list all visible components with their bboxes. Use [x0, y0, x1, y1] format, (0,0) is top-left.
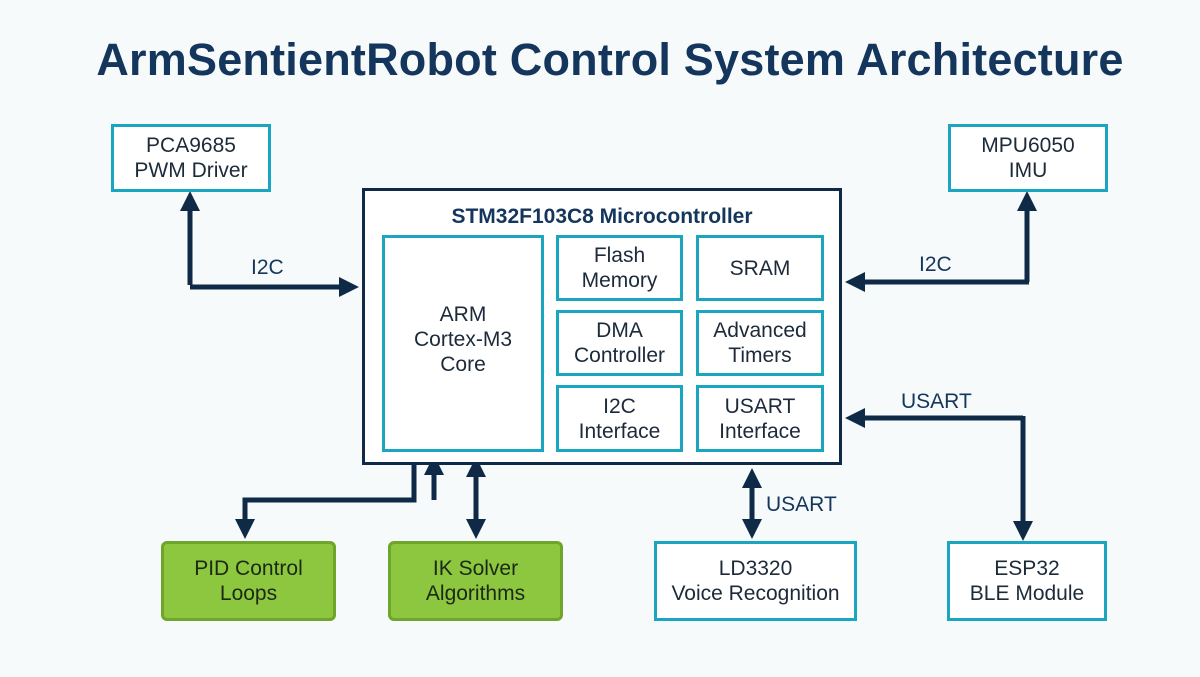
dma-controller-box: DMA Controller: [556, 310, 683, 376]
esp32-ble-box: ESP32 BLE Module: [947, 541, 1107, 621]
wire-core-pid: [235, 452, 417, 540]
pca9685-pwm-driver-box: PCA9685 PWM Driver: [111, 124, 271, 192]
core-label-2: Cortex-M3: [413, 328, 513, 351]
flash-memory-box: Flash Memory: [556, 235, 683, 301]
controller-label: Controller: [573, 344, 666, 367]
sram-box: SRAM: [696, 235, 824, 301]
pca9685-label: PCA9685: [146, 134, 236, 157]
dma-label: DMA: [596, 319, 643, 342]
core-label-1: ARM: [439, 303, 487, 326]
mcu-title: STM32F103C8 Microcontroller: [451, 205, 753, 228]
ik-solver-label: IK Solver: [432, 557, 519, 580]
ik-solver-box: IK Solver Algorithms: [388, 541, 563, 621]
pid-control-box: PID Control Loops: [161, 541, 336, 621]
sram-label: SRAM: [729, 256, 791, 280]
advanced-timers-box: Advanced Timers: [696, 310, 824, 376]
i2c-interface-box: I2C Interface: [556, 385, 683, 452]
right-i2c-label: I2C: [919, 253, 952, 276]
i2c-interface-label: Interface: [578, 419, 661, 443]
advanced-label: Advanced: [713, 319, 807, 342]
mpu6050-imu-box: MPU6050 IMU: [948, 124, 1108, 192]
timers-label: Timers: [728, 344, 792, 367]
ld3320-label: LD3320: [718, 557, 793, 580]
usart-label: USART: [724, 394, 796, 418]
pid-loops-label: Loops: [219, 582, 278, 605]
memory-label: Memory: [581, 269, 658, 292]
usart-interface-box: USART Interface: [696, 385, 824, 452]
pid-control-label: PID Control: [194, 557, 303, 580]
core-label-3: Core: [440, 353, 486, 376]
arm-core-box: ARM Cortex-M3 Core: [382, 235, 544, 452]
ld3320-voice-box: LD3320 Voice Recognition: [654, 541, 857, 621]
mpu6050-label: MPU6050: [981, 134, 1075, 157]
esp32-label: ESP32: [994, 557, 1060, 580]
ble-module-label: BLE Module: [969, 582, 1085, 605]
left-i2c-label: I2C: [251, 256, 284, 279]
right-usart-label: USART: [901, 390, 972, 413]
bottom-usart-label: USART: [766, 493, 837, 516]
ik-algorithms-label: Algorithms: [425, 582, 526, 605]
imu-label: IMU: [1008, 159, 1048, 182]
diagram-title: ArmSentientRobot Control System Architec…: [96, 34, 1124, 85]
voice-recognition-label: Voice Recognition: [671, 582, 840, 605]
pwm-driver-label: PWM Driver: [134, 159, 248, 182]
usart-interface-label: Interface: [719, 419, 801, 443]
flash-label: Flash: [593, 244, 646, 267]
i2c-label: I2C: [603, 394, 636, 418]
